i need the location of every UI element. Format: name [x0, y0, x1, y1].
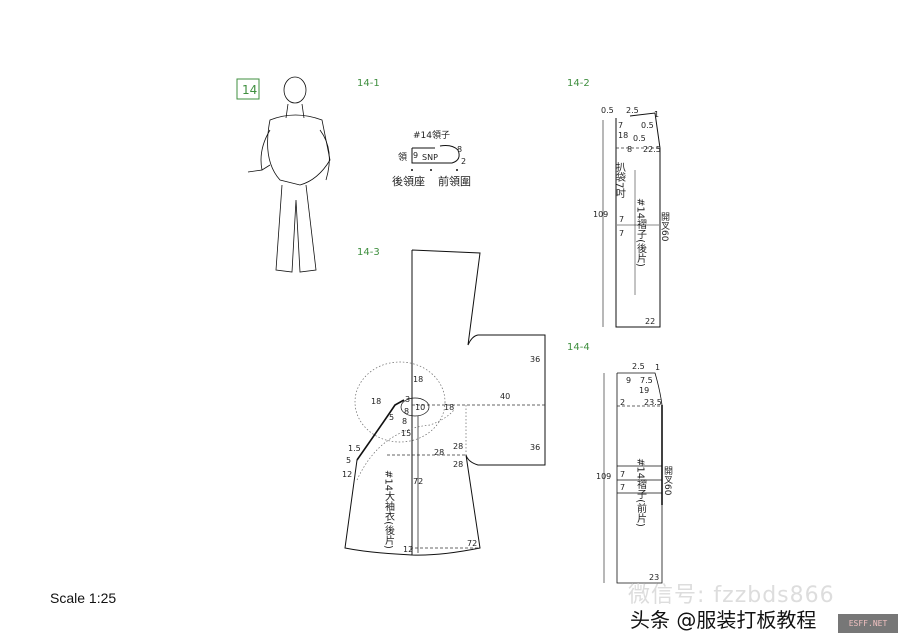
- dim-label: 0.5: [633, 134, 646, 143]
- front-neck-label: 前領圍: [438, 174, 471, 188]
- dim-label: 8: [627, 145, 632, 154]
- dim-label: 8: [404, 407, 409, 416]
- panel-title-14-4: 14-4: [567, 342, 590, 353]
- dim-label: 2.5: [626, 106, 639, 115]
- slit-label: 開叉60: [659, 212, 670, 242]
- panel-14-2-back-skirt: 0.5 2.5 1 7 0.5 18 0.5 8 22.5 109 7 7 22…: [593, 106, 670, 328]
- dim-label: 3: [405, 395, 410, 404]
- back-collar-label: 後領座: [392, 174, 425, 188]
- dim-label: 7: [619, 229, 624, 238]
- dim-label: 領: [398, 151, 407, 163]
- dim-label: 18: [444, 403, 454, 412]
- dim-label: 2: [461, 157, 466, 166]
- model-illustration: [247, 76, 331, 273]
- dim-label: 9: [413, 151, 418, 160]
- dim-label: 72: [467, 539, 477, 548]
- dim-label: 40: [500, 392, 510, 401]
- dim-label: 72: [413, 477, 423, 486]
- dim-label: 1: [655, 363, 660, 372]
- pocket-label: 扒袋7吋: [614, 161, 626, 199]
- dim-label: 10: [415, 403, 425, 412]
- dim-label: 12: [403, 545, 413, 554]
- panel-14-1-collar: #14領子 領 9 SNP 8 2 後領座 前領圍: [392, 129, 471, 188]
- dim-label: 1: [654, 110, 659, 119]
- panel-14-3-back-jacket: 36 18 18 3 10 40 18 8 8 15 5 1.5 5 12 28…: [342, 249, 546, 556]
- dim-label: 28: [453, 460, 463, 469]
- wechat-watermark: 微信号: fzzbds866: [628, 583, 835, 608]
- dim-label: 8: [402, 417, 407, 426]
- scale-label: Scale 1:25: [50, 590, 117, 606]
- figure-number: 14: [242, 83, 257, 97]
- panel-title-14-1: 14-1: [357, 78, 380, 89]
- dim-label: 22.5: [643, 145, 661, 154]
- dim-label: 18: [371, 397, 381, 406]
- dim-label: 23: [649, 573, 659, 582]
- dim-label: 0.5: [641, 121, 654, 130]
- dim-label: 7.5: [640, 376, 653, 385]
- dim-label: 7: [619, 215, 624, 224]
- dim-label: 8: [457, 145, 462, 154]
- toutiao-watermark: 头条 @服装打板教程: [630, 608, 817, 632]
- dim-label: 12: [342, 470, 352, 479]
- dim-label: 7: [620, 470, 625, 479]
- dim-label: 1.5: [348, 444, 361, 453]
- dim-label: SNP: [422, 153, 438, 162]
- dim-label: 7: [618, 121, 623, 130]
- dim-label: 19: [639, 386, 649, 395]
- dim-label: 2: [620, 398, 625, 407]
- dim-label: 5: [389, 413, 394, 422]
- dim-label: 36: [530, 355, 540, 364]
- collar-name: #14領子: [413, 129, 450, 141]
- dim-label: 5: [346, 456, 351, 465]
- figure-number-box: [236, 78, 260, 100]
- dim-label: 9: [626, 376, 631, 385]
- dim-label: 28: [434, 448, 444, 457]
- panel-title-14-2: 14-2: [567, 78, 590, 89]
- dim-label: 36: [530, 443, 540, 452]
- dim-label: 28: [453, 442, 463, 451]
- dim-label: 23.5: [644, 398, 662, 407]
- panel-title-14-3: 14-3: [357, 247, 380, 258]
- dim-label: 7: [620, 483, 625, 492]
- dim-label: 18: [618, 131, 628, 140]
- panel-14-4-front-skirt: 2.5 1 9 7.5 19 2 23.5 109 7 7 23 #14褶子(前…: [596, 362, 673, 584]
- site-watermark: ESFF.NET: [838, 614, 898, 633]
- piece-name: #14大袖衣(後片): [383, 470, 395, 549]
- slit-label: 開叉60: [662, 466, 673, 496]
- dim-label: 15: [401, 429, 411, 438]
- piece-name: #14褶子(前片): [635, 458, 647, 527]
- dim-label: 22: [645, 317, 655, 326]
- piece-name: #14褶子(後片): [635, 198, 647, 267]
- dim-label: 109: [593, 210, 608, 219]
- dim-label: 0.5: [601, 106, 614, 115]
- dim-label: 109: [596, 472, 611, 481]
- dim-label: 18: [413, 375, 423, 384]
- dim-label: 2.5: [632, 362, 645, 371]
